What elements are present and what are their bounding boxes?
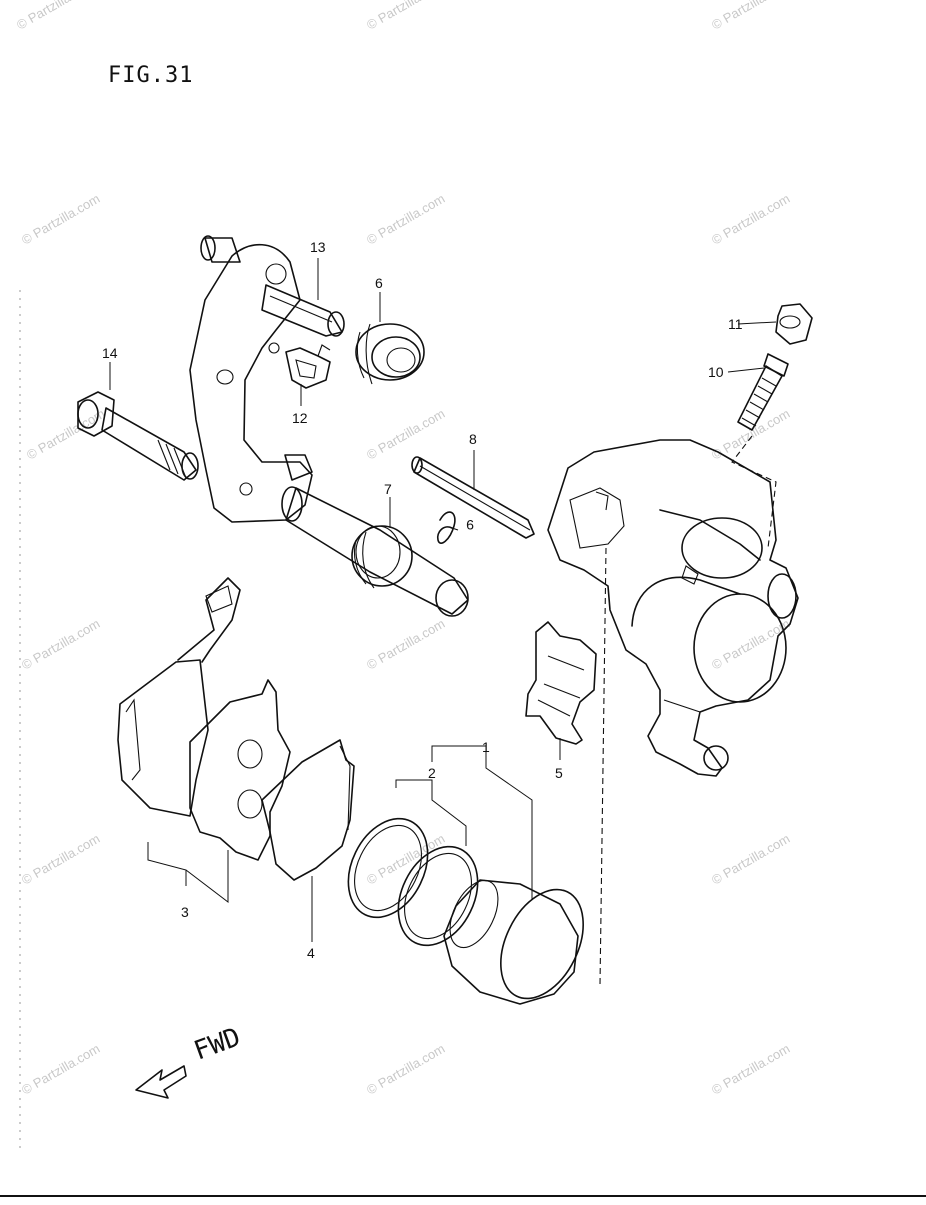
callout-3: 3 bbox=[181, 904, 189, 920]
clip-12 bbox=[285, 344, 331, 389]
piston-seal-2 bbox=[347, 817, 479, 947]
watermark: © Partzilla.com bbox=[19, 1041, 102, 1098]
caliper-body bbox=[547, 439, 799, 777]
pad-spring-5 bbox=[525, 621, 597, 745]
leader-3 bbox=[147, 842, 229, 904]
clip-9 bbox=[436, 511, 459, 544]
leader-10 bbox=[727, 367, 765, 373]
watermark: © Partzilla.com bbox=[364, 191, 447, 248]
callout-14: 14 bbox=[102, 345, 118, 361]
watermark: © Partzilla.com bbox=[364, 406, 447, 463]
piston-1 bbox=[443, 879, 584, 1005]
leader-1 bbox=[431, 745, 533, 900]
watermark: © Partzilla.com bbox=[19, 191, 102, 248]
callout-4: 4 bbox=[307, 945, 315, 961]
watermark: © Partzilla.com bbox=[19, 616, 102, 673]
pad-pin-8 bbox=[411, 456, 535, 539]
callout-5: 5 bbox=[555, 765, 563, 781]
slide-pin-13 bbox=[261, 284, 345, 337]
watermark: © Partzilla.com bbox=[24, 406, 107, 463]
watermark-layer: © Partzilla.com © Partzilla.com © Partzi… bbox=[14, 0, 792, 1098]
callout-9: 9 bbox=[466, 517, 474, 533]
callout-13: 13 bbox=[310, 239, 326, 255]
callout-7: 7 bbox=[384, 481, 392, 497]
watermark: © Partzilla.com bbox=[709, 0, 792, 33]
watermark: © Partzilla.com bbox=[709, 1041, 792, 1098]
reference-dashed-line bbox=[731, 435, 777, 549]
boot-6 bbox=[355, 323, 425, 385]
callout-6: 6 bbox=[375, 275, 383, 291]
reference-dashed-line bbox=[599, 547, 607, 986]
leader-11 bbox=[737, 321, 777, 325]
watermark: © Partzilla.com bbox=[19, 831, 102, 888]
pad-set-3 bbox=[117, 577, 291, 861]
leader-2 bbox=[395, 779, 467, 846]
watermark: © Partzilla.com bbox=[709, 831, 792, 888]
callout-1: 1 bbox=[482, 739, 490, 755]
callout-10: 10 bbox=[708, 364, 724, 380]
watermark: © Partzilla.com bbox=[14, 0, 97, 33]
bleeder-screw-10 bbox=[737, 353, 789, 431]
watermark: © Partzilla.com bbox=[709, 616, 792, 673]
callout-2: 2 bbox=[428, 765, 436, 781]
figure-title: FIG.31 bbox=[108, 63, 193, 88]
forward-direction-marker: FWD bbox=[135, 1022, 245, 1099]
watermark: © Partzilla.com bbox=[364, 0, 447, 33]
callout-12: 12 bbox=[292, 410, 308, 426]
pad-4 bbox=[261, 739, 355, 881]
bolt-14 bbox=[77, 391, 199, 481]
watermark: © Partzilla.com bbox=[364, 616, 447, 673]
slide-pin-7 bbox=[281, 486, 469, 617]
callout-numbers: 13 6 12 14 8 7 9 11 10 5 1 2 3 4 bbox=[102, 239, 743, 961]
fwd-label: FWD bbox=[190, 1022, 244, 1066]
callout-11: 11 bbox=[728, 316, 743, 332]
watermark: © Partzilla.com bbox=[709, 191, 792, 248]
callout-8: 8 bbox=[469, 431, 477, 447]
caliper-bracket bbox=[189, 235, 313, 523]
arrow-left-icon bbox=[135, 1065, 187, 1099]
watermark: © Partzilla.com bbox=[364, 1041, 447, 1098]
bleeder-cap-11 bbox=[775, 303, 813, 345]
callout-leaders bbox=[109, 258, 777, 942]
